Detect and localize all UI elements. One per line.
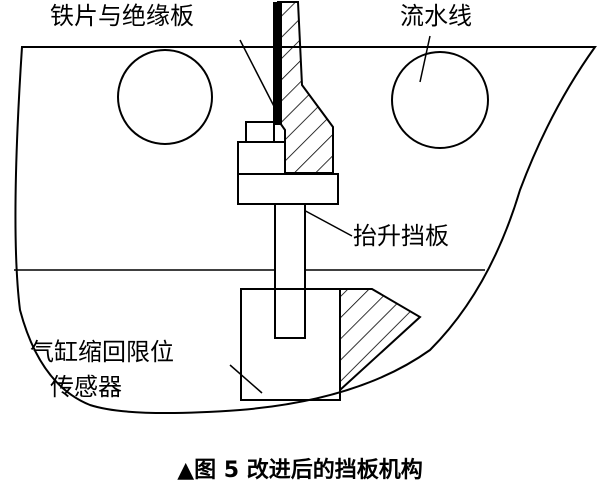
roller-right (391, 51, 489, 149)
label-sensor-line2: 传感器 (50, 373, 122, 401)
stop-block (339, 288, 422, 393)
small-block (245, 121, 275, 145)
iron-insulation-plate (273, 2, 282, 125)
lift-plate (237, 173, 339, 205)
label-iron-insulation: 铁片与绝缘板 (50, 2, 194, 30)
label-conveyor-line: 流水线 (400, 2, 472, 30)
leader-line (419, 35, 431, 83)
figure-caption: ▲图 5 改进后的挡板机构 (177, 458, 423, 483)
roller-left (117, 49, 213, 145)
leader-sensor (229, 364, 263, 394)
leader-lift (299, 207, 353, 237)
label-lift-baffle: 抬升挡板 (353, 222, 449, 250)
label-sensor-line1: 气缸缩回限位 (30, 338, 174, 366)
clamp-block (237, 141, 286, 175)
machine-body-outline (14, 46, 597, 415)
lift-rod-lower (274, 288, 306, 339)
baffle-arm (277, 1, 334, 174)
